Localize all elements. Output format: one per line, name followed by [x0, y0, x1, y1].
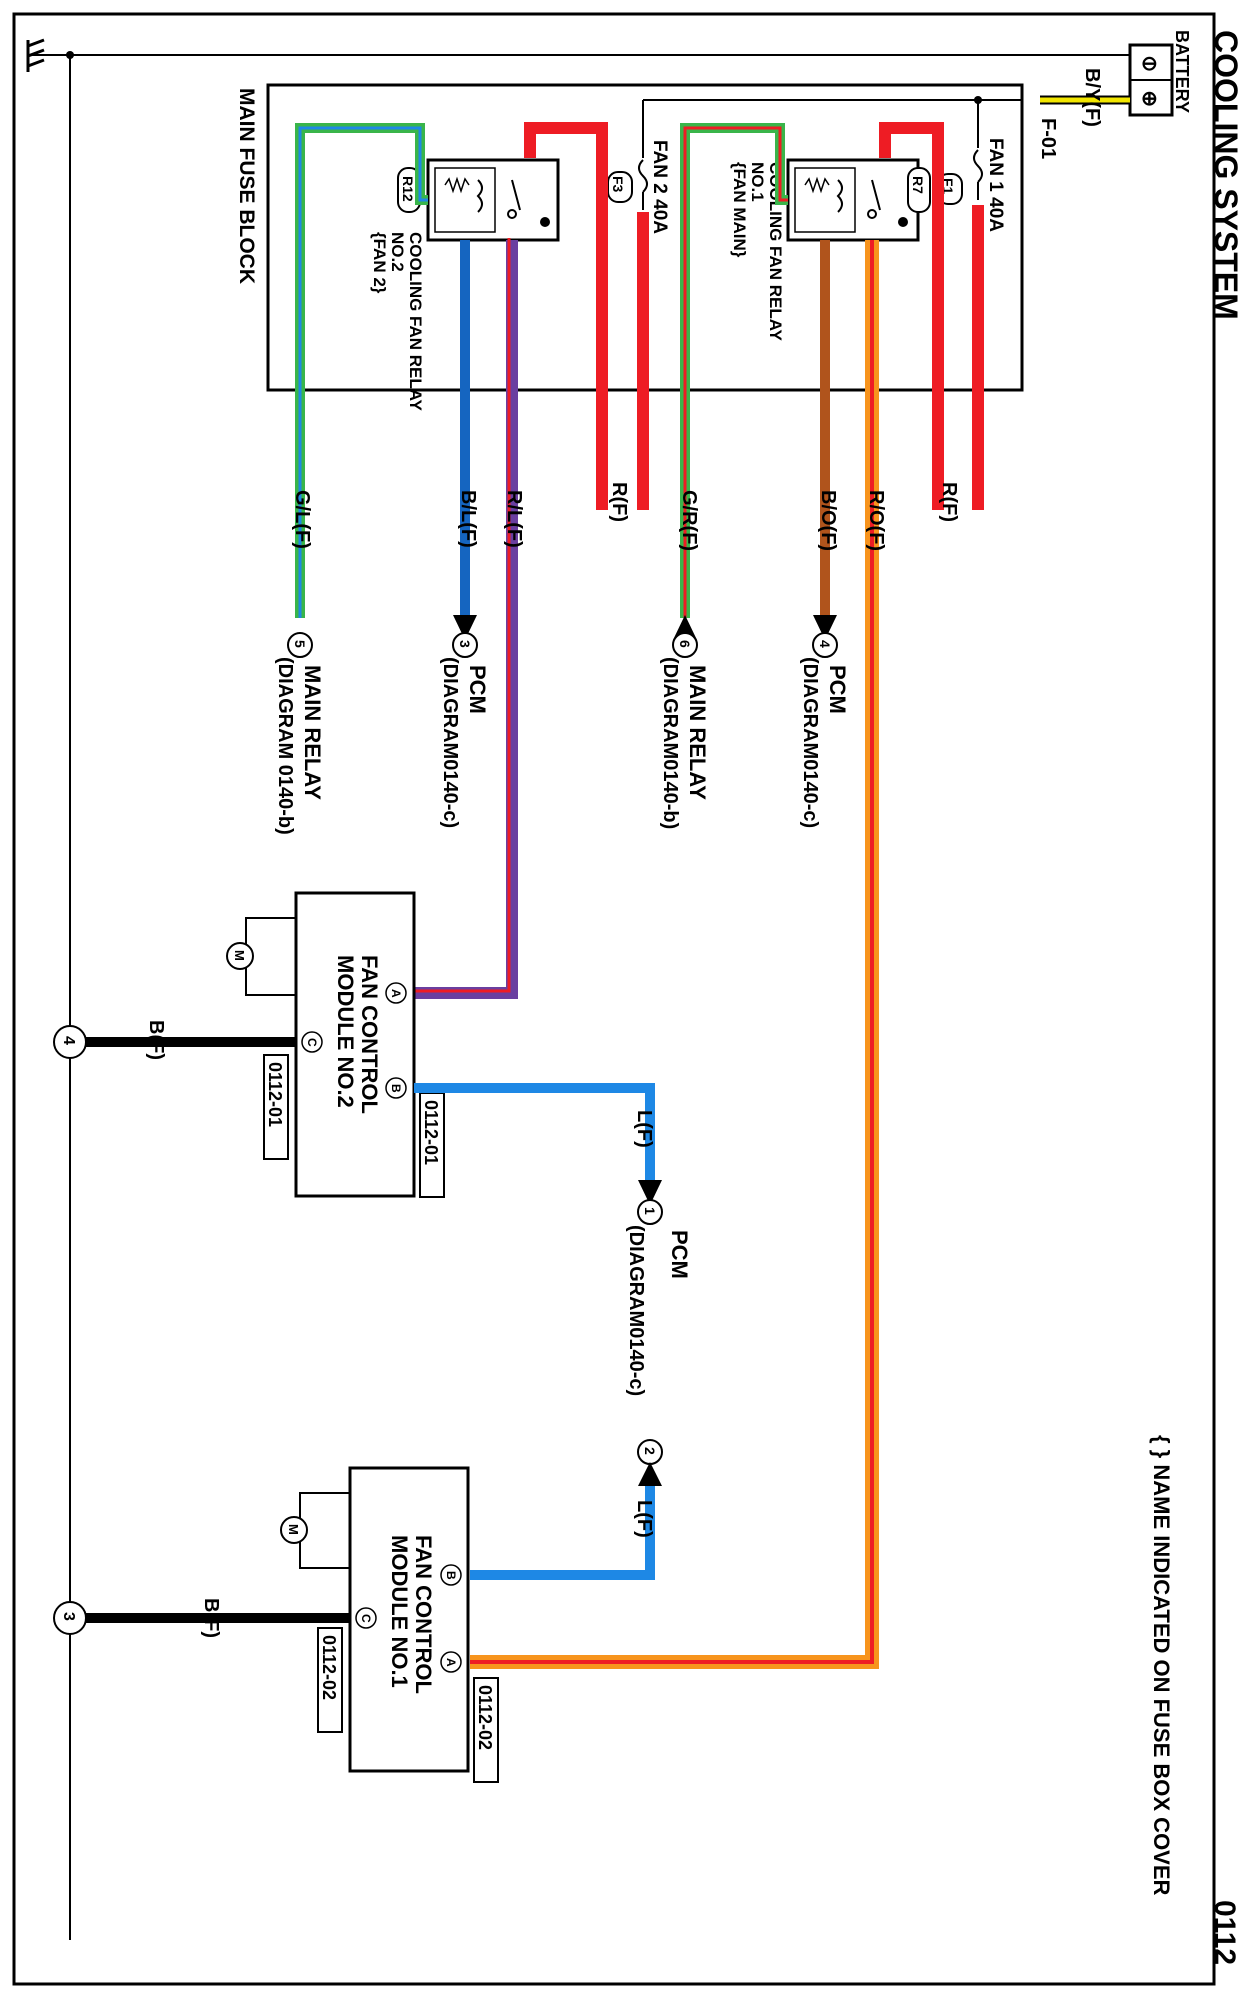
wire-rl-label: R/L(F)	[503, 490, 525, 548]
module-2-pin-a: A	[389, 989, 403, 998]
ref-pcm-3-diagram: (DIAGRAM0140-c)	[439, 657, 461, 828]
module-1-motor: M	[286, 1524, 301, 1535]
relay-r12-line1: COOLING FAN RELAY	[406, 232, 425, 411]
module-2-ground: 4	[60, 1036, 77, 1045]
ref-pcm-3-pin: 3	[457, 640, 473, 648]
ref-pcm-4-name: PCM	[825, 665, 850, 714]
ref-main-relay-6: 6 MAIN RELAY (DIAGRAM0140-b)	[659, 632, 710, 829]
battery-connector-label: F-01	[1037, 118, 1059, 159]
ref-main-relay-6-pin: 6	[677, 640, 693, 648]
relay-r7-line3: {FAN MAIN}	[730, 162, 749, 258]
wire-b2-label: B(F)	[145, 1020, 167, 1060]
fuse-f3: F3 FAN 2 40A	[607, 140, 670, 234]
fuse-f1-label: FAN 1 40A	[985, 138, 1006, 232]
motor-1-icon	[280, 1516, 308, 1544]
module-2-pin-c: C	[305, 1038, 319, 1047]
ref-pcm-1-diagram: (DIAGRAM0140-c)	[625, 1225, 647, 1396]
wire-gl-label: G/L(F)	[291, 490, 313, 549]
wire-l-upper-label: L(F)	[633, 1110, 655, 1148]
ref-pcm-4: 4 PCM (DIAGRAM0140-c)	[799, 632, 850, 828]
wire-bl-label: B/L(F)	[457, 490, 479, 548]
ref-pcm-3: 3 PCM (DIAGRAM0140-c)	[439, 632, 490, 828]
module-1-line1: FAN CONTROL	[411, 1535, 436, 1694]
page-title: COOLING SYSTEM	[1208, 30, 1244, 320]
battery-wire-label: B/Y(F)	[1081, 68, 1103, 127]
ref-pcm-1-pin: 1	[642, 1207, 658, 1215]
battery-positive-icon: ⊕	[1141, 88, 1158, 110]
fan-control-module-1: FAN CONTROL MODULE NO.1 B A C 0112-02 01…	[53, 1466, 499, 1783]
relay-r7: R7 COOLING FAN RELAY NO.1 {FAN MAIN}	[730, 158, 931, 341]
fuse-f3-label: FAN 2 40A	[649, 140, 670, 234]
battery-negative-icon: ⊖	[1141, 53, 1158, 75]
module-1-pin-a: A	[444, 1658, 458, 1667]
relay-r7-line1: COOLING FAN RELAY	[766, 162, 785, 341]
wire-r2-label: R(F)	[608, 482, 630, 522]
module-1-ground: 3	[60, 1612, 77, 1621]
ref-main-relay-6-diagram: (DIAGRAM0140-b)	[659, 657, 681, 829]
module-1-pin-b: B	[444, 1571, 458, 1580]
fan-control-module-2: FAN CONTROL MODULE NO.2 A B C 0112-01 01…	[53, 891, 445, 1198]
wire-l-lower-label: L(F)	[633, 1500, 655, 1538]
ref-pcm-4-diagram: (DIAGRAM0140-c)	[799, 657, 821, 828]
red-wire-r1: R(F)	[879, 122, 984, 522]
module-2-pin-b: B	[389, 1084, 403, 1093]
relay-r12-line2: NO.2	[388, 232, 407, 272]
ground-symbol-icon	[26, 38, 45, 72]
battery: ⊖ ⊕ BATTERY B/Y(F) F-01	[1037, 30, 1192, 159]
wire-bo-label: B/O(F)	[817, 490, 839, 551]
ref-pcm-1-name: PCM	[667, 1230, 692, 1279]
wire-gr-label: G/R(F)	[678, 490, 700, 551]
ref-pcm-4-pin: 4	[817, 640, 833, 648]
wire-ro: R/O(F)	[470, 240, 887, 1669]
relay-r7-line2: NO.1	[748, 162, 767, 202]
module-2-conn-top: 0112-01	[421, 1100, 441, 1165]
module-2-line2: MODULE NO.2	[333, 955, 358, 1108]
module-1-line2: MODULE NO.1	[387, 1535, 412, 1688]
wire-bl: B/L(F)	[453, 240, 479, 640]
relay-r7-id: R7	[910, 176, 926, 194]
fuse-f3-id: F3	[610, 176, 626, 193]
wire-l: 1 L(F) PCM (DIAGRAM0140-c) 2 L(F)	[414, 1083, 692, 1580]
red-wire-r2: R(F)	[524, 122, 649, 522]
wire-b1-label: B(F)	[200, 1598, 222, 1638]
wire-bo: B/O(F)	[813, 240, 839, 640]
module-1-pin-c: C	[359, 1614, 373, 1623]
relay-r12-line3: {FAN 2}	[370, 232, 389, 294]
wire-r1-label: R(F)	[938, 482, 960, 522]
ref-main-relay-5-diagram: (DIAGRAM 0140-b)	[274, 657, 296, 835]
relay-r12-id: R12	[400, 176, 416, 202]
ref-pcm-3-name: PCM	[465, 665, 490, 714]
ref-main-relay-6-name: MAIN RELAY	[685, 665, 710, 800]
page-frame	[12, 12, 1216, 1986]
relay-r12: R12 COOLING FAN RELAY NO.2 {FAN 2}	[370, 158, 560, 411]
module-2-line1: FAN CONTROL	[357, 955, 382, 1114]
fuse-box-note: { } NAME INDICATED ON FUSE BOX COVER	[1149, 1435, 1174, 1896]
ref-main-relay-5-name: MAIN RELAY	[300, 665, 325, 800]
wire-ro-label: R/O(F)	[865, 490, 887, 551]
module-1-conn-top: 0112-02	[475, 1685, 495, 1750]
battery-label: BATTERY	[1172, 30, 1192, 113]
module-2-motor: M	[232, 950, 247, 961]
page-number: 0112	[1208, 1900, 1241, 1965]
ref-main-relay-5-pin: 5	[292, 640, 308, 648]
wire-gl: G/L(F)	[291, 123, 428, 618]
module-2-conn-bottom: 0112-01	[265, 1062, 285, 1127]
ref-pcm-2-pin: 2	[642, 1447, 658, 1455]
motor-2-icon	[226, 942, 254, 970]
module-1-conn-bottom: 0112-02	[319, 1635, 339, 1700]
wire-rl: R/L(F)	[412, 238, 525, 999]
ref-main-relay-5: 5 MAIN RELAY (DIAGRAM 0140-b)	[274, 632, 325, 835]
fuse-block-label: MAIN FUSE BLOCK	[235, 88, 258, 284]
